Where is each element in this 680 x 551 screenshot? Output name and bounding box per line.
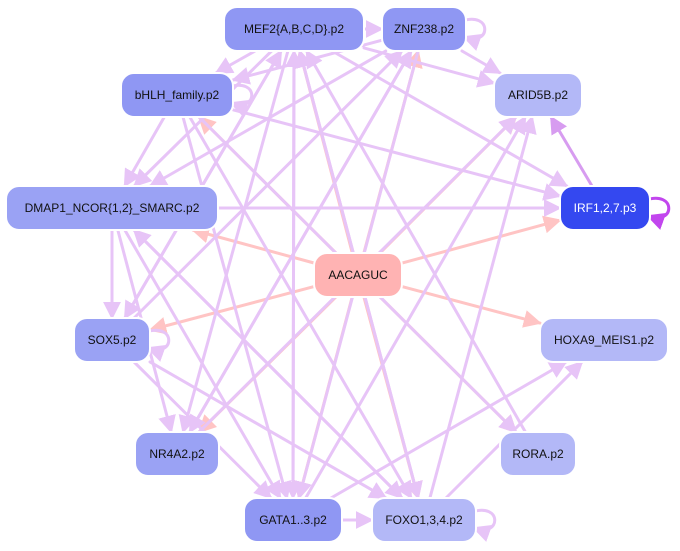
edge-mef2-to-irf	[330, 49, 569, 188]
edge-sox5-to-mef2	[123, 49, 283, 320]
node-hoxa[interactable]: HOXA9_MEIS1.p2	[539, 317, 669, 363]
edge-mef2-to-bhlh	[214, 49, 257, 75]
node-box	[499, 431, 577, 477]
node-dmap[interactable]: DMAP1_NCOR{1,2}_SMARC.p2	[5, 185, 219, 231]
node-rora[interactable]: RORA.p2	[499, 431, 577, 477]
node-label: MEF2{A,B,C,D}.p2	[244, 22, 344, 36]
node-label: SOX5.p2	[88, 333, 137, 347]
edge-rora-to-mef2	[305, 49, 527, 434]
edge-foxo-to-arid	[428, 115, 537, 500]
node-bhlh[interactable]: bHLH_family.p2	[120, 72, 234, 118]
node-label: RORA.p2	[512, 447, 564, 461]
node-irf[interactable]: IRF1,2,7.p3	[559, 185, 651, 231]
node-box	[381, 6, 467, 52]
node-sox5[interactable]: SOX5.p2	[73, 317, 151, 363]
node-label: NR4A2.p2	[149, 447, 205, 461]
edge-bhlh-to-foxo	[188, 115, 413, 500]
node-label: HOXA9_MEIS1.p2	[554, 333, 654, 347]
self-loop-irf	[645, 196, 671, 230]
edge-gata-to-mef2	[284, 49, 303, 500]
edge-gata-to-arid	[304, 115, 527, 500]
node-mef2[interactable]: MEF2{A,B,C,D}.p2	[223, 6, 365, 52]
node-label: GATA1..3.p2	[259, 513, 327, 527]
node-arid[interactable]: ARID5B.p2	[493, 72, 583, 118]
node-label: ZNF238.p2	[394, 22, 454, 36]
node-box	[539, 317, 669, 363]
edge-mef2-to-nr4a	[178, 49, 290, 434]
node-box	[243, 497, 343, 543]
node-box	[371, 497, 477, 543]
node-label: AACAGUC	[328, 268, 388, 282]
edge-bhlh-to-irf	[231, 108, 562, 201]
node-label: DMAP1_NCOR{1,2}_SMARC.p2	[25, 201, 200, 215]
node-foxo[interactable]: FOXO1,3,4.p2	[371, 497, 477, 543]
self-loop-sox5	[145, 328, 171, 362]
edge-nr4a-to-znf	[188, 49, 413, 434]
edges-layer	[103, 17, 671, 542]
node-nr4a[interactable]: NR4A2.p2	[134, 431, 220, 477]
node-label: FOXO1,3,4.p2	[385, 513, 463, 527]
self-loop-bhlh	[228, 83, 254, 117]
node-box	[120, 72, 234, 118]
node-box	[73, 317, 151, 363]
edge-bhlh-to-dmap	[123, 115, 166, 188]
node-box	[5, 185, 219, 231]
edge-bhlh-to-gata	[181, 115, 292, 500]
edge-irf-to-arid	[549, 115, 594, 188]
node-box	[493, 72, 583, 118]
node-label: bHLH_family.p2	[135, 88, 220, 102]
node-gata[interactable]: GATA1..3.p2	[243, 497, 343, 543]
edge-sox5-to-foxo	[148, 360, 388, 500]
node-box	[223, 6, 365, 52]
node-aac[interactable]: AACAGUC	[313, 252, 403, 298]
node-box	[134, 431, 220, 477]
node-label: IRF1,2,7.p3	[574, 201, 637, 215]
node-box	[313, 252, 403, 298]
node-box	[559, 185, 651, 231]
node-label: ARID5B.p2	[508, 88, 568, 102]
node-znf[interactable]: ZNF238.p2	[381, 6, 467, 52]
edge-aac-to-dmap	[191, 225, 316, 265]
self-loop-znf	[461, 17, 487, 51]
edge-mef2-to-dmap	[132, 49, 274, 188]
edge-znf-to-arid	[460, 49, 502, 75]
edge-aac-to-irf	[400, 215, 562, 265]
edge-foxo-to-hoxa	[444, 360, 584, 500]
self-loop-foxo	[471, 508, 497, 542]
